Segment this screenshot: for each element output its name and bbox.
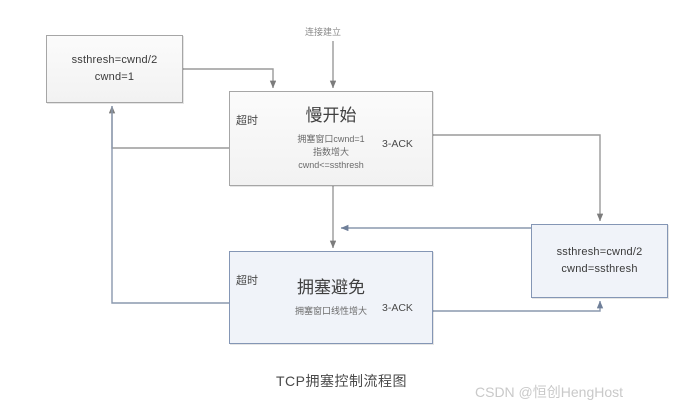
edge-slow-start-ack-to-halve bbox=[433, 134, 604, 222]
label-connection-established: 连接建立 bbox=[305, 27, 342, 37]
slow-start-subtext: 拥塞窗口cwnd=1 指数增大 cwnd<=ssthresh bbox=[297, 133, 364, 172]
label-timeout-avoidance: 超时 bbox=[236, 275, 258, 287]
watermark: CSDN @恒创HengHost bbox=[475, 384, 624, 400]
ssthresh-halve-line-1: ssthresh=cwnd/2 bbox=[556, 246, 643, 258]
label-3ack-slow-start: 3-ACK bbox=[382, 138, 413, 150]
edge-avoidance-timeout-to-reset bbox=[111, 106, 229, 304]
slow-start-box: 慢开始 拥塞窗口cwnd=1 指数增大 cwnd<=ssthresh bbox=[229, 91, 433, 186]
congestion-avoidance-box: 拥塞避免 拥塞窗口线性增大 bbox=[229, 251, 433, 344]
ssthresh-halve-box: ssthresh=cwnd/2 cwnd=ssthresh bbox=[531, 224, 668, 298]
slow-start-title: 慢开始 bbox=[305, 106, 357, 125]
edge-avoidance-ack-to-halve bbox=[433, 300, 604, 312]
ssthresh-reset-line-2: cwnd=1 bbox=[94, 71, 135, 83]
edge-reset-to-slow-start bbox=[183, 68, 277, 89]
congestion-avoidance-title: 拥塞避免 bbox=[297, 278, 365, 297]
slow-start-sub-3: cwnd<=ssthresh bbox=[298, 160, 364, 170]
ssthresh-halve-line-2: cwnd=ssthresh bbox=[561, 263, 638, 275]
congestion-avoidance-sub-1: 拥塞窗口线性增大 bbox=[294, 306, 367, 316]
ssthresh-reset-box: ssthresh=cwnd/2 cwnd=1 bbox=[46, 35, 183, 103]
ssthresh-reset-line-1: ssthresh=cwnd/2 bbox=[71, 54, 158, 66]
label-3ack-avoidance: 3-ACK bbox=[382, 302, 413, 314]
congestion-avoidance-subtext: 拥塞窗口线性增大 bbox=[295, 305, 367, 318]
slow-start-sub-2: 指数增大 bbox=[312, 147, 349, 157]
slow-start-sub-1: 拥塞窗口cwnd=1 bbox=[297, 134, 365, 144]
label-timeout-slow-start: 超时 bbox=[236, 115, 258, 127]
edge-slow-start-timeout-to-reset bbox=[108, 105, 229, 149]
diagram-caption: TCP拥塞控制流程图 bbox=[276, 373, 407, 389]
